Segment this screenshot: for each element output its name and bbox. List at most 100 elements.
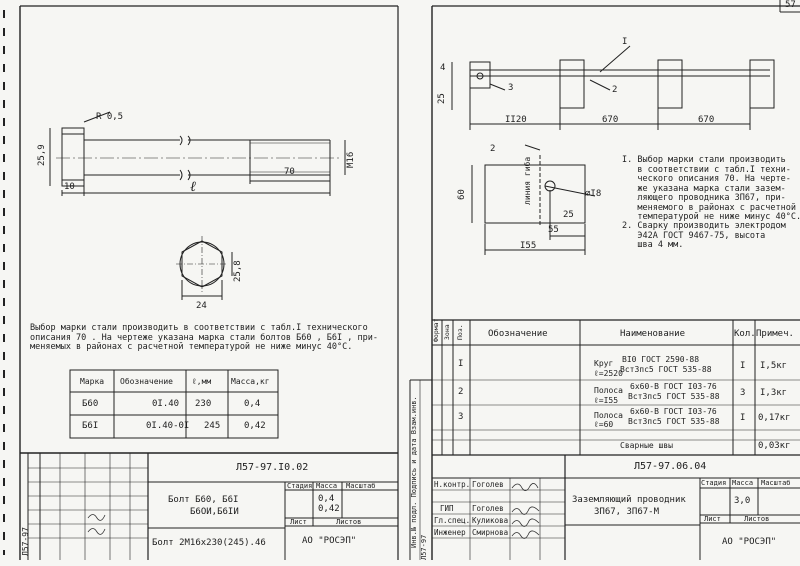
hex-across-dim: 25,8 xyxy=(233,260,243,282)
radius-dim: R 0,5 xyxy=(96,112,124,122)
right-mass: 3,0 xyxy=(734,496,751,506)
left-sheets-header: Листов xyxy=(336,518,362,526)
page-number: 57 xyxy=(785,0,796,10)
right-title-1: Заземляющий проводник xyxy=(572,495,686,505)
spec-row-name: Круг xyxy=(594,359,614,368)
table-cell: 0I.40 xyxy=(152,399,180,409)
spec-row-std1: BI0 ГОСТ 2590-88 xyxy=(622,355,700,364)
right-doc-code: Л57-97.06.04 xyxy=(634,461,707,472)
stamp-role: ГИП xyxy=(440,504,454,513)
callout-1: I xyxy=(622,37,628,47)
left-org: АО "РОСЭП" xyxy=(302,536,357,546)
thread-size-dim: М16 xyxy=(346,151,356,168)
table-header-length: ℓ,мм xyxy=(192,377,212,386)
length-symbol: ℓ xyxy=(190,179,196,195)
spec-row-pos: I xyxy=(458,359,464,369)
spec-weld-note: 0,03кг xyxy=(758,441,791,451)
spec-row-std2: Вст3пс5 ГОСТ 535-88 xyxy=(628,417,720,426)
left-mass-2: 0,42 xyxy=(318,504,340,514)
left-doc-code: Л57-97.I0.02 xyxy=(236,462,309,473)
left-mass-1: 0,4 xyxy=(318,494,335,504)
head-height-dim: 25,9 xyxy=(37,144,47,166)
stamp-role: Гл.спец. xyxy=(434,516,471,525)
right-note-2: 2. Сварку производить электродом Э42А ГО… xyxy=(622,221,786,250)
left-side-code: Л57-97 xyxy=(21,527,30,556)
hex-width-dim: 24 xyxy=(196,301,207,311)
spec-row-qty: I xyxy=(740,413,746,423)
spec-header-pos: Поз. xyxy=(456,324,464,340)
table-cell: 230 xyxy=(195,399,212,409)
left-mass-header: Масса xyxy=(316,482,338,490)
spec-row-note: I,3кг xyxy=(760,388,788,398)
bend-line-label: линия гиба xyxy=(523,156,532,205)
spec-row-name-sub: ℓ=60 xyxy=(594,420,614,429)
right-side-labels: Инв.№ подл. Подпись и дата Взам.инв. xyxy=(410,396,418,548)
spec-row-qty: I xyxy=(740,361,746,371)
dim-1120: II20 xyxy=(505,115,527,125)
table-cell: Б6I xyxy=(82,421,99,431)
spec-row-pos: 2 xyxy=(458,387,464,397)
dim-670-b: 670 xyxy=(698,115,715,125)
table-header-mass: Масса,кг xyxy=(231,377,270,386)
dim-25b: 25 xyxy=(563,210,574,220)
stamp-role: Н.контр. xyxy=(434,480,471,489)
spec-header-zone: Зона xyxy=(443,324,451,340)
spec-header-format: Формат xyxy=(432,318,440,342)
spec-weld-name: Сварные швы xyxy=(620,441,673,450)
right-mass-header: Масса xyxy=(732,479,754,487)
left-note: Выбор марки стали производить в соответс… xyxy=(30,323,378,352)
table-header-mark: Марка xyxy=(80,377,105,386)
spec-row-std1: 6х60-В ГОСТ I03-76 xyxy=(630,382,717,391)
left-scale-header: Масштаб xyxy=(346,482,376,490)
dim-4: 4 xyxy=(440,63,446,73)
spec-row-pos: 3 xyxy=(458,412,464,422)
spec-row-name: Полоса xyxy=(594,386,623,395)
spec-header-note: Примеч. xyxy=(756,329,794,339)
callout-2: 2 xyxy=(612,85,618,95)
stamp-name: Гоголев xyxy=(472,504,504,513)
right-stage-header: Стадия xyxy=(701,479,727,487)
right-sheet-header: Лист xyxy=(704,515,721,523)
right-title-2: ЗП67, ЗП67-М xyxy=(594,507,660,517)
spec-header-name: Наименование xyxy=(620,329,686,339)
spec-row-name-sub: ℓ=2520 xyxy=(594,369,623,378)
right-org: АО "РОСЭП" xyxy=(722,537,777,547)
dim-155: I55 xyxy=(520,241,537,251)
left-spec-line: Болт 2М16х230(245).46 xyxy=(152,538,266,548)
spec-row-note: I,5кг xyxy=(760,361,788,371)
right-side-code: Л57-97 xyxy=(420,534,428,560)
spec-row-name: Полоса xyxy=(594,411,623,420)
spec-row-std1: 6х60-В ГОСТ I03-76 xyxy=(630,407,717,416)
right-note-1: I. Выбор марки стали производить в соотв… xyxy=(622,155,800,222)
stamp-name: Смирнова xyxy=(472,528,509,537)
dim-hole: ∅I8 xyxy=(585,189,602,199)
dim-25: 25 xyxy=(437,93,447,104)
dim-55: 55 xyxy=(548,225,559,235)
right-sheets-header: Листов xyxy=(744,515,770,523)
stamp-name: Гоголев xyxy=(472,480,504,489)
spec-header-designation: Обозначение xyxy=(488,329,548,339)
spec-header-qty: Кол. xyxy=(734,329,756,339)
callout-3: 3 xyxy=(508,83,514,93)
table-cell: 0I.40-0I xyxy=(146,421,190,431)
table-header-designation: Обозначение xyxy=(120,377,173,386)
left-stage-header: Стадия xyxy=(287,482,313,490)
left-title-1: Болт Б60, Б6I xyxy=(168,495,239,505)
callout-2b: 2 xyxy=(490,144,496,154)
dim-670-a: 670 xyxy=(602,115,619,125)
right-scale-header: Масштаб xyxy=(761,479,791,487)
table-cell: Б60 xyxy=(82,399,99,409)
stamp-name: Куликова xyxy=(472,516,509,525)
spec-row-note: 0,17кг xyxy=(758,413,791,423)
spec-row-std2: Вст3пс5 ГОСТ 535-88 xyxy=(628,392,720,401)
spec-row-qty: 3 xyxy=(740,388,746,398)
table-cell: 245 xyxy=(204,421,221,431)
spec-row-name-sub: ℓ=I55 xyxy=(594,396,619,405)
head-length-dim: 10 xyxy=(64,182,75,192)
left-sheet-header: Лист xyxy=(290,518,307,526)
thread-length-dim: 70 xyxy=(284,167,295,177)
stamp-role: Инженер xyxy=(434,528,466,537)
table-cell: 0,42 xyxy=(244,421,266,431)
spec-row-std2: Вст3пс5 ГОСТ 535-88 xyxy=(620,365,712,374)
table-cell: 0,4 xyxy=(244,399,261,409)
